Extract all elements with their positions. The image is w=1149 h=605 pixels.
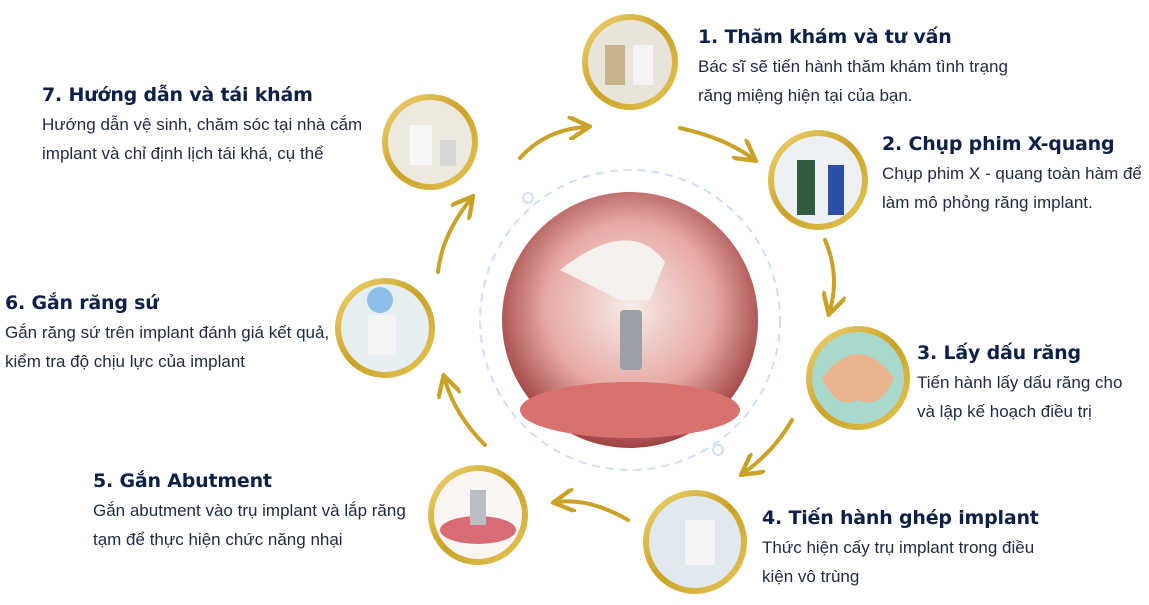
dashed-ring — [479, 169, 781, 471]
arrow-3-4 — [745, 418, 794, 472]
step-7-photo — [382, 94, 478, 190]
arrow-5-6 — [445, 380, 487, 447]
arrow-1-2 — [678, 126, 752, 158]
arrow-7-1 — [518, 127, 585, 160]
arrows — [436, 126, 834, 522]
step-5-photo — [428, 465, 528, 565]
arrow-4-5 — [558, 501, 630, 522]
step-3-photo — [806, 326, 910, 430]
step-2-photo — [768, 130, 868, 230]
step-4-photo — [643, 490, 747, 594]
step-title: 1. Thăm khám và tư vấn — [698, 26, 952, 48]
step-description: Chụp phim X - quang toàn hàm để làm mô p… — [882, 164, 1142, 212]
step-1-photo — [582, 14, 678, 110]
arrow-2-3 — [825, 238, 834, 310]
step-title: 6. Gắn răng sứ — [5, 292, 159, 314]
step-description: Gắn abutment vào trụ implant và lắp răng… — [93, 501, 406, 549]
step-description: Thức hiện cấy trụ implant trong điều kiệ… — [762, 538, 1035, 586]
step-photos — [335, 14, 910, 594]
step-6-photo — [335, 278, 435, 378]
step-title: 7. Hướng dẫn và tái khám — [42, 84, 313, 106]
step-title: 3. Lấy dấu răng — [917, 342, 1081, 364]
step-title: 5. Gắn Abutment — [93, 470, 272, 492]
arrow-6-7 — [436, 200, 470, 274]
step-title: 2. Chụp phim X-quang — [882, 133, 1115, 155]
step-description: Bác sĩ sẽ tiến hành thăm khám tình trạng… — [698, 57, 1008, 105]
step-description: Tiến hành lấy dấu răng cho và lập kế hoạ… — [917, 373, 1123, 421]
step-title: 4. Tiến hành ghép implant — [762, 507, 1039, 529]
step-description: Gắn răng sứ trên implant đánh giá kết qu… — [5, 323, 330, 371]
implant-post — [620, 310, 642, 370]
step-description: Hướng dẫn vệ sinh, chăm sóc tại nhà cắm … — [42, 115, 363, 163]
step-6: 6. Gắn răng sứ Gắn răng sứ trên implant đ… — [5, 292, 335, 376]
